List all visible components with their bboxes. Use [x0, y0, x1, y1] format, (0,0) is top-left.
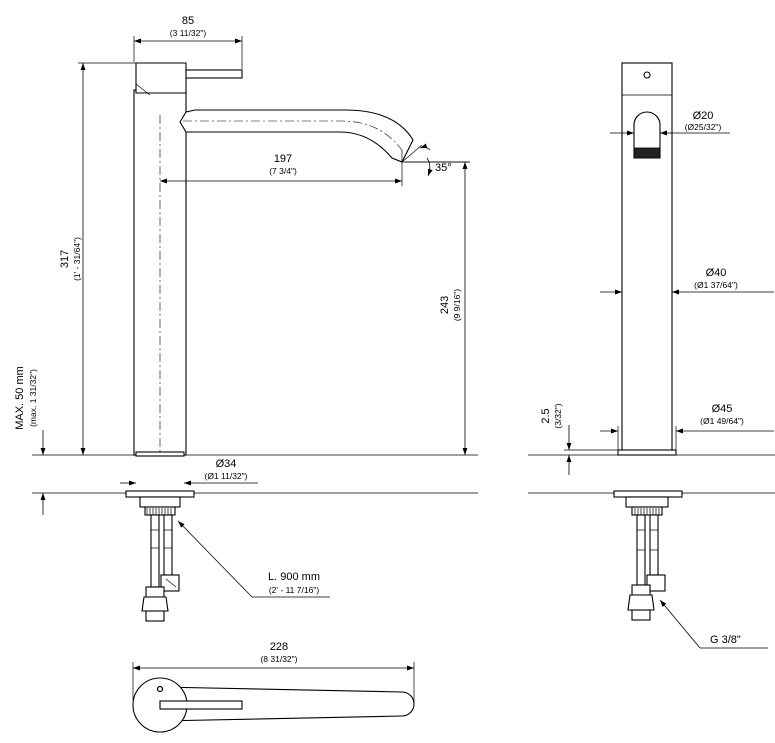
dim-dia-20: Ø20 (Ø25/32") [610, 110, 730, 136]
dim-228-inch: (8 31/32") [260, 654, 297, 664]
handle-chamfer [135, 83, 187, 96]
aerator [633, 147, 661, 159]
dim-243-value: 243 [439, 296, 451, 314]
dim-hose-length-value: L. 900 mm [268, 571, 320, 583]
dim-dia-34-inch: (Ø1 11/32") [204, 471, 247, 481]
side-fixing-nut [625, 496, 669, 508]
dim-85: 85 (3 11/32") [133, 15, 243, 69]
dim-dia-20-value: Ø20 [693, 110, 714, 122]
top-view: 228 (8 31/32") [132, 641, 415, 733]
side-view: Ø20 (Ø25/32") Ø40 (Ø1 37/64") Ø45 (Ø1 49… [528, 62, 775, 649]
dim-max-50: MAX. 50 mm (max. 1 31/32") [14, 366, 46, 515]
dim-hose-length: L. 900 mm (2' - 11 7/16") [177, 520, 330, 598]
dim-thickness-25: 2.5 (3/32") [540, 403, 618, 475]
side-hoses [627, 514, 666, 621]
front-view: 85 (3 11/32") 317 (1' - 31/64") MAX. 50 … [14, 15, 478, 622]
flexible-hoses [141, 514, 180, 622]
spout-centerline [183, 120, 403, 151]
dim-85-value: 85 [182, 15, 194, 27]
dim-197-value: 197 [274, 153, 292, 165]
dim-max-50-inch: (max. 1 31/32") [28, 369, 38, 427]
side-indicator-dot [643, 71, 651, 79]
dim-317: 317 (1' - 31/64") [59, 62, 136, 455]
dim-dia-34: Ø34 (Ø1 11/32") [120, 458, 258, 486]
dim-243: 243 (9 9/16") [405, 161, 470, 455]
thread-hatch [146, 508, 172, 515]
dim-243-inch: (9 9/16") [452, 289, 462, 321]
side-fixing-flange [613, 490, 683, 498]
dim-197: 197 (7 3/4") [160, 150, 403, 186]
dim-dia-40-value: Ø40 [706, 267, 727, 279]
threaded-shank [144, 506, 176, 516]
dim-hose-length-inch: (2' - 11 7/16") [269, 585, 319, 595]
dim-228-value: 228 [270, 641, 288, 653]
dim-dia-20-inch: (Ø25/32") [685, 122, 722, 132]
spout [179, 109, 414, 163]
dim-dia-45-inch: (Ø1 49/64") [700, 416, 744, 426]
dim-dia-45-value: Ø45 [712, 403, 733, 415]
lever [185, 69, 243, 79]
dim-angle-35-value: 35° [435, 162, 452, 174]
mixer-handle [135, 62, 187, 94]
side-thread-hatch [634, 508, 660, 515]
dim-85-inch: (3 11/32") [170, 28, 207, 38]
base-ring [135, 451, 185, 457]
top-spout-outline [159, 686, 415, 722]
fixing-flange [125, 490, 195, 498]
dim-max-50-value: MAX. 50 mm [14, 366, 26, 430]
dim-angle-35: 35° [401, 143, 470, 177]
side-spout-outlet [633, 111, 661, 159]
dim-317-inch: (1' - 31/64") [72, 237, 82, 281]
dim-dia-40: Ø40 (Ø1 37/64") [600, 267, 774, 295]
dim-thickness-25-value: 2.5 [540, 408, 552, 423]
dim-317-value: 317 [59, 250, 71, 268]
top-lever [159, 700, 243, 710]
fixing-nut [139, 496, 181, 508]
dim-thickness-25-inch: (3/32") [553, 403, 563, 428]
dim-dia-34-value: Ø34 [216, 458, 237, 470]
dim-thread: G 3/8" [659, 599, 768, 649]
dim-dia-40-inch: (Ø1 37/64") [694, 280, 738, 290]
dim-thread-value: G 3/8" [710, 634, 741, 646]
dim-dia-45: Ø45 (Ø1 49/64") [600, 403, 774, 450]
dim-197-inch: (7 3/4") [269, 166, 297, 176]
top-indicator-dot [156, 685, 164, 693]
side-base-ring [617, 449, 677, 456]
